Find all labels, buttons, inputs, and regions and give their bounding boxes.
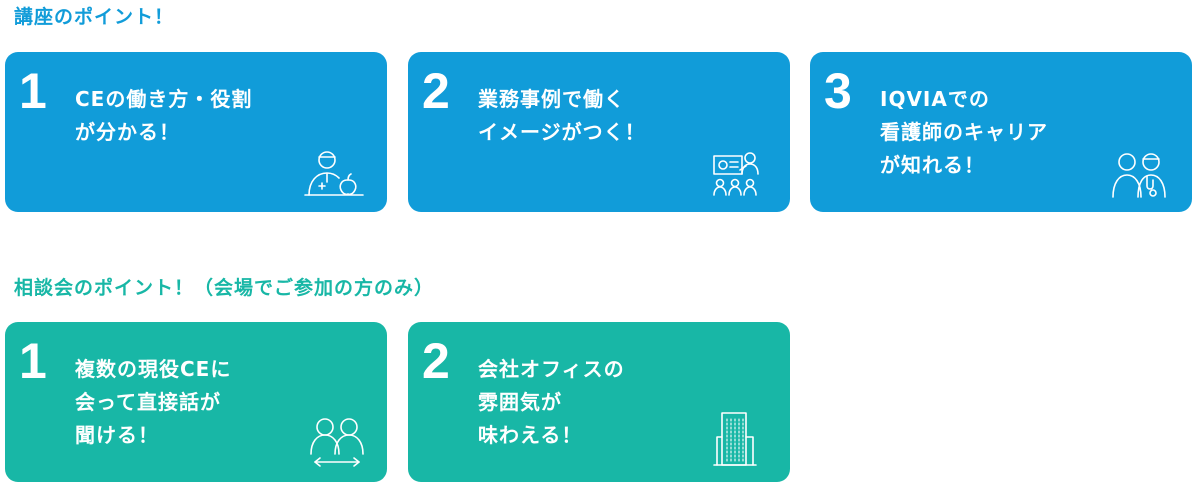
card-number: 2 [422, 333, 450, 389]
office-building-icon [712, 410, 758, 468]
presentation-audience-icon [712, 150, 762, 198]
consultation-points-heading: 相談会のポイント！（会場でご参加の方のみ） [14, 277, 435, 299]
card-number: 2 [422, 63, 450, 119]
card-text: 業務事例で働く イメージがつく！ [478, 87, 646, 144]
course-point-card-2: 2 業務事例で働く イメージがつく！ [408, 52, 790, 212]
consultation-point-card-1: 1 複数の現役CEに 会って直接話が 聞ける！ [5, 322, 387, 482]
doctor-with-apple-icon [301, 148, 367, 198]
card-text: IQVIAでの 看護師のキャリア が知れる！ [880, 87, 1048, 177]
card-number: 1 [19, 63, 47, 119]
course-points-heading: 講座のポイント！ [14, 6, 175, 28]
course-point-card-1: 1 CEの働き方・役割 が分かる！ [5, 52, 387, 212]
people-exchange-icon [307, 416, 367, 468]
course-point-card-3: 3 IQVIAでの 看護師のキャリア が知れる！ [810, 52, 1192, 212]
nurse-and-person-icon [1110, 150, 1170, 200]
card-text: 複数の現役CEに 会って直接話が 聞ける！ [75, 357, 232, 447]
card-number: 1 [19, 333, 47, 389]
consultation-point-card-2: 2 会社オフィスの 雰囲気が 味わえる！ [408, 322, 790, 482]
card-number: 3 [824, 63, 852, 119]
card-text: CEの働き方・役割 が分かる！ [75, 87, 253, 144]
card-text: 会社オフィスの 雰囲気が 味わえる！ [478, 357, 625, 447]
